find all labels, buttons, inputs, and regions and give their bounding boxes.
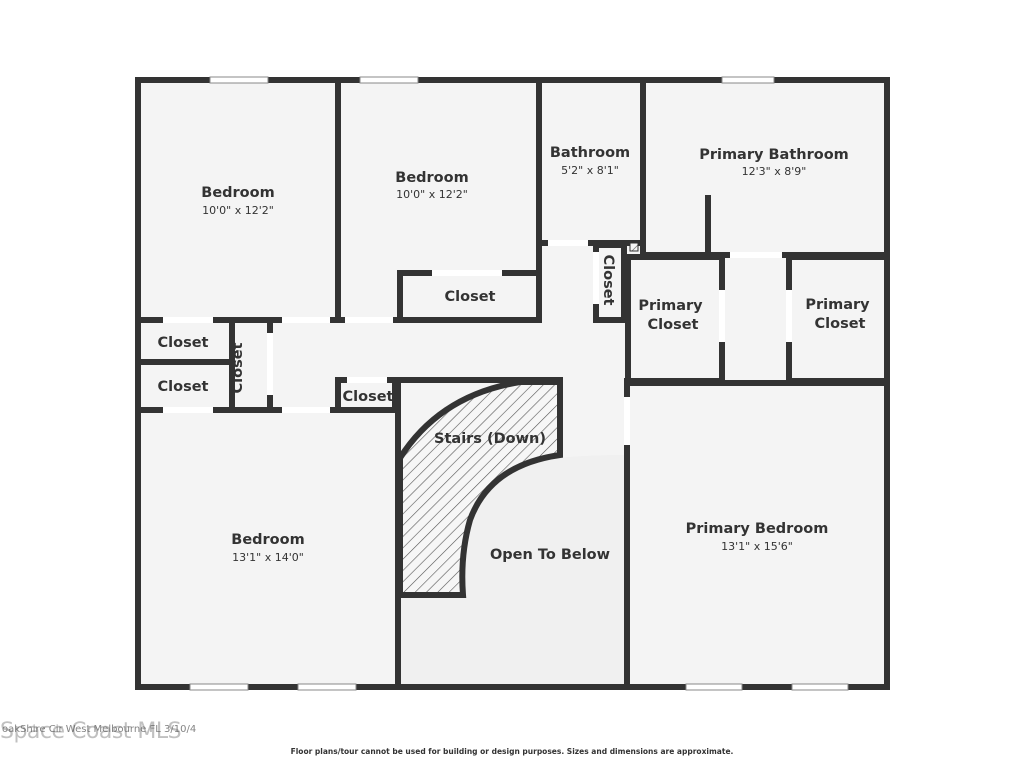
closet-small-label: Closet (343, 389, 394, 405)
primary-closet-right-word2: Closet (815, 316, 866, 332)
bedroom-2-label: Bedroom (395, 170, 468, 186)
bedroom-3-dim: 13'1" x 14'0" (232, 551, 304, 564)
primary-bedroom-label: Primary Bedroom (686, 521, 829, 537)
closet-left-1-label: Closet (158, 335, 209, 351)
stairs-label: Stairs (Down) (434, 431, 546, 447)
primary-closet-right-label: Primary Closet (805, 297, 874, 332)
primary-bathroom-dim: 12'3" x 8'9" (742, 165, 807, 178)
primary-bathroom-label: Primary Bathroom (699, 147, 849, 163)
bathroom-dim: 5'2" x 8'1" (561, 164, 619, 177)
bedroom-1-dim: 10'0" x 12'2" (202, 204, 274, 217)
windows (189, 76, 849, 691)
primary-closet-left-word1: Primary (638, 298, 703, 314)
vent-icon (629, 242, 639, 252)
primary-bedroom-dim: 13'1" x 15'6" (721, 540, 793, 553)
closet-vertical-right-label: Closet (600, 255, 616, 306)
closet-hall-label: Closet (445, 289, 496, 305)
stairs-shape (397, 379, 563, 598)
door-openings (163, 240, 792, 445)
closet-left-2-label: Closet (158, 379, 209, 395)
watermark-logo: Space Coast MLS (0, 719, 182, 744)
disclaimer: Floor plans/tour cannot be used for buil… (290, 747, 734, 756)
primary-closet-right-word1: Primary (805, 297, 870, 313)
bedroom-1-label: Bedroom (201, 185, 274, 201)
primary-closet-left-word2: Closet (648, 317, 699, 333)
closet-vertical-left-label: Closet (230, 342, 246, 393)
bathroom-label: Bathroom (550, 145, 630, 161)
listing-address: oakShire Cir West Melbourne FL 3/10/4 (2, 724, 197, 735)
open-to-below-label: Open To Below (490, 547, 610, 563)
bedroom-2-dim: 10'0" x 12'2" (396, 188, 468, 201)
open-to-below-area (400, 455, 625, 687)
primary-closet-left-label: Primary Closet (638, 298, 707, 333)
bedroom-3-label: Bedroom (231, 532, 304, 548)
